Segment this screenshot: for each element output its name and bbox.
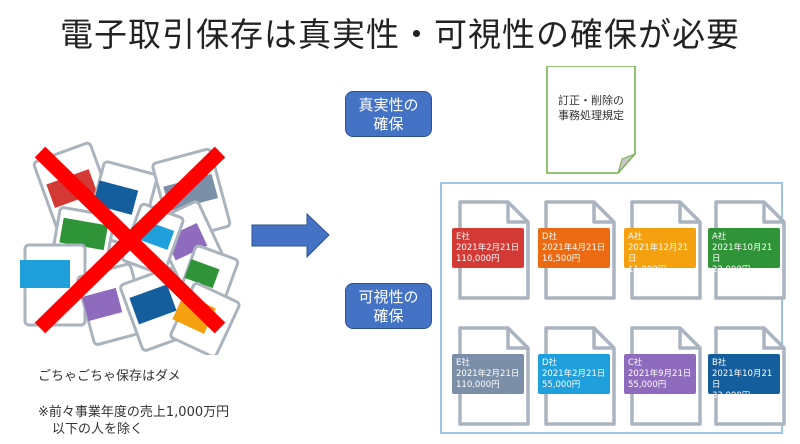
record-date: 2021年4月21日 bbox=[542, 243, 606, 253]
footnote-line-2: 以下の人を除く bbox=[52, 422, 144, 437]
record-amount: 110,000円 bbox=[456, 380, 500, 390]
record-amount: 22,000円 bbox=[712, 265, 751, 275]
record-company: C社 bbox=[628, 358, 643, 368]
right-arrow-icon bbox=[251, 213, 330, 258]
authenticity-label: 真実性の 確保 bbox=[345, 91, 432, 137]
record-amount: 11,000円 bbox=[628, 265, 667, 275]
visibility-label: 可視性の 確保 bbox=[345, 283, 432, 329]
record-company: D社 bbox=[542, 232, 558, 242]
record-amount: 55,000円 bbox=[628, 380, 667, 390]
record-date: 2021年10月21日 bbox=[712, 369, 773, 390]
rule-doc-line-1: 訂正・削除の bbox=[558, 94, 624, 107]
record-date: 2021年10月21日 bbox=[712, 243, 773, 264]
record-date: 2021年2月21日 bbox=[456, 369, 520, 379]
visibility-label-line-1: 可視性の bbox=[358, 288, 419, 306]
record-company: A社 bbox=[628, 232, 643, 242]
rule-doc-line-2: 事務処理規定 bbox=[558, 109, 624, 122]
record-date: 2021年2月21日 bbox=[456, 243, 520, 253]
record-amount: 33,000円 bbox=[712, 391, 751, 401]
page-title: 電子取引保存は真実性・可視性の確保が必要 bbox=[60, 15, 740, 54]
record-amount: 110,000円 bbox=[456, 254, 500, 264]
record-date: 2021年9月21日 bbox=[628, 369, 692, 379]
exception-footnote: ※前々事業年度の売上1,000万円 以下の人を除く bbox=[38, 404, 229, 438]
bad-storage-caption: ごちゃごちゃ保存はダメ bbox=[38, 369, 181, 384]
record-company: D社 bbox=[542, 358, 558, 368]
visibility-label-line-2: 確保 bbox=[373, 307, 404, 325]
record-date: 2021年2月21日 bbox=[542, 369, 606, 379]
record-company: E社 bbox=[456, 232, 470, 242]
record-company: E社 bbox=[456, 358, 470, 368]
record-date: 2021年12月21日 bbox=[628, 243, 689, 264]
document-page-icon bbox=[546, 65, 636, 174]
footnote-line-1: ※前々事業年度の売上1,000万円 bbox=[38, 405, 230, 420]
authenticity-label-line-2: 確保 bbox=[373, 115, 404, 133]
record-company: A社 bbox=[712, 232, 727, 242]
authenticity-label-line-1: 真実性の bbox=[358, 96, 419, 114]
record-amount: 55,000円 bbox=[542, 380, 581, 390]
messy-documents-illustration bbox=[20, 141, 241, 355]
correction-rules-document: 訂正・削除の 事務処理規定 bbox=[546, 65, 636, 174]
record-company: B社 bbox=[712, 358, 727, 368]
record-amount: 16,500円 bbox=[542, 254, 581, 264]
red-cross-icon bbox=[34, 146, 226, 334]
